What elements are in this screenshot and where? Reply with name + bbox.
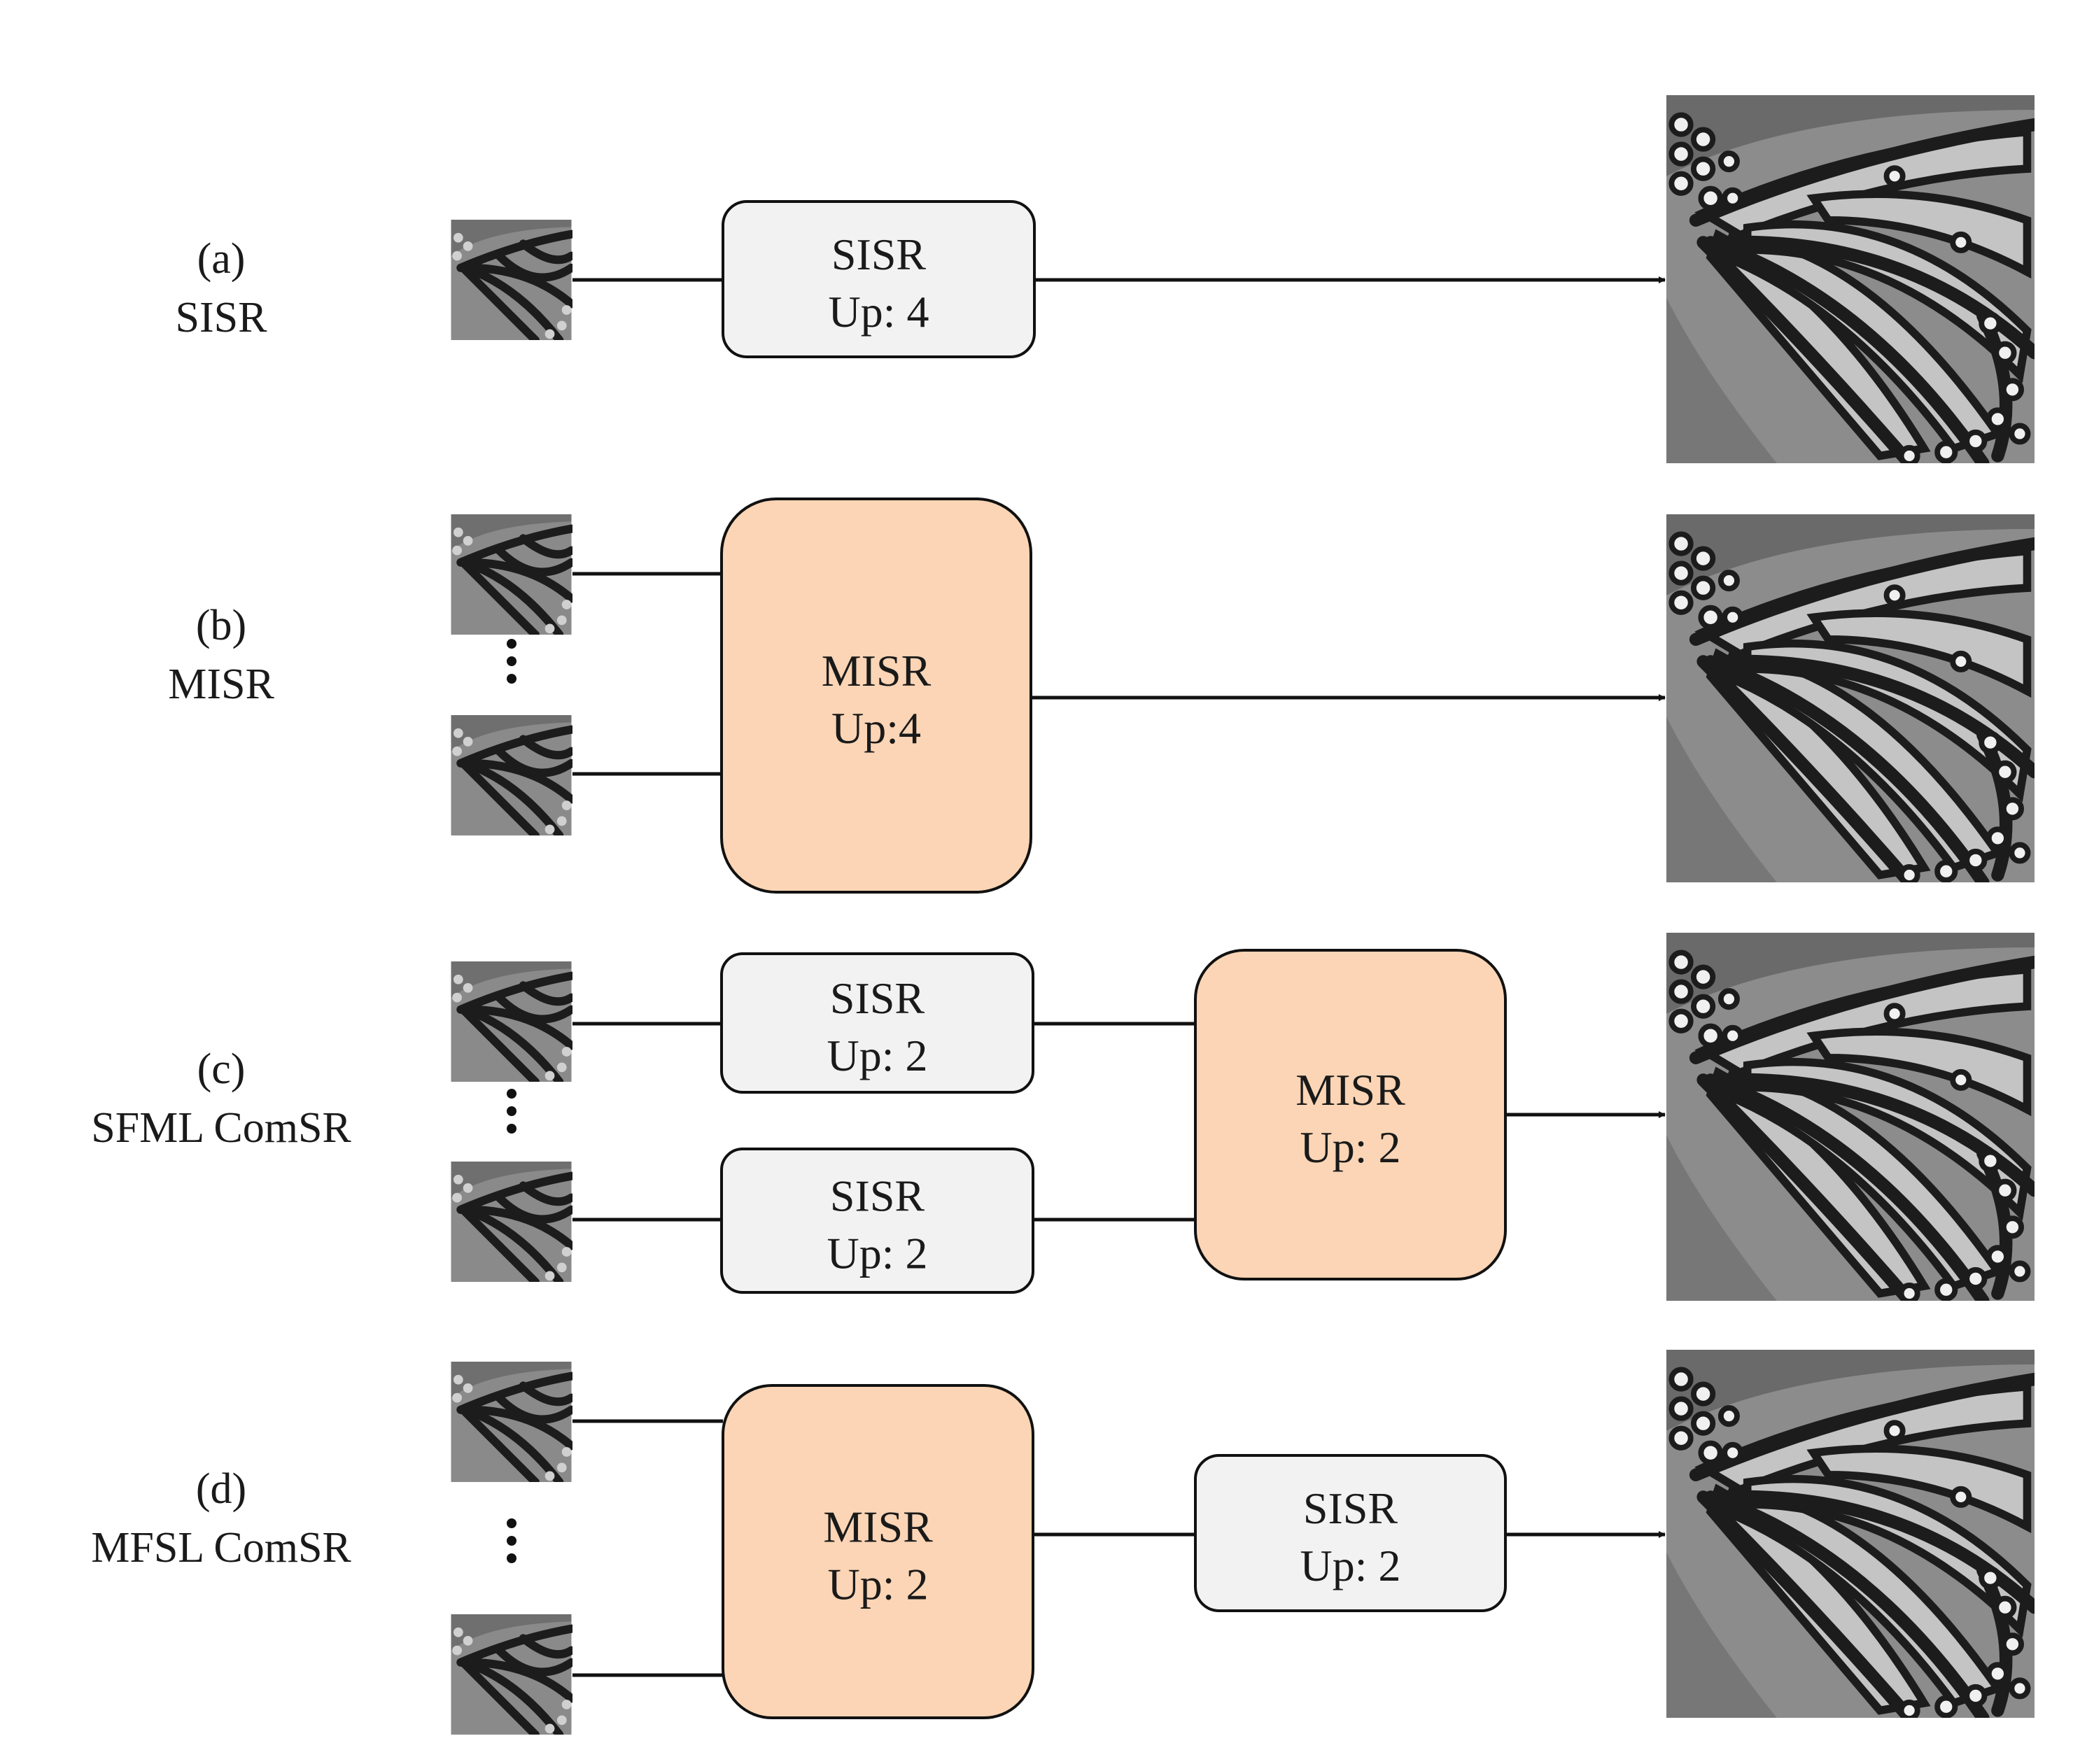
row-d-label-line2: MFSL ComSR [91,1524,351,1572]
row-b-input-image-1 [451,514,572,635]
row-c-input-image-2 [451,1162,572,1282]
block-upscale-factor: Up:4 [831,703,921,753]
row-a-output-image [1666,95,2035,464]
sisr-block: SISR Up: 2 [720,952,1034,1094]
sisr-block: SISR Up: 2 [720,1148,1034,1294]
row-d-input-image-1 [451,1362,572,1482]
row-c-label-line1: (c) [197,1045,246,1093]
sisr-block: SISR Up: 4 [722,200,1036,358]
row-c-output-image [1666,933,2035,1301]
block-upscale-factor: Up: 4 [829,287,929,337]
block-title: SISR [1303,1483,1398,1533]
misr-block: MISR Up:4 [720,498,1032,894]
block-upscale-factor: Up: 2 [1300,1541,1401,1590]
block-title: MISR [823,1502,933,1552]
row-c-input-image-1 [451,961,572,1082]
row-d-output-image [1666,1350,2035,1719]
misr-block-box [720,498,1032,894]
misr-block-box [1194,949,1507,1280]
block-upscale-factor: Up: 2 [1300,1122,1401,1172]
block-title: MISR [1295,1065,1405,1115]
row-a-label-line2: SISR [176,294,268,341]
row-b-ellipsis [507,639,517,684]
misr-block: MISR Up: 2 [722,1384,1034,1719]
block-upscale-factor: Up: 2 [827,1229,928,1278]
row-b-label-line1: (b) [196,602,246,649]
row-a-input-image [451,220,572,340]
block-title: SISR [830,1171,925,1221]
row-d-ellipsis [507,1518,517,1563]
block-upscale-factor: Up: 2 [828,1560,929,1609]
block-upscale-factor: Up: 2 [827,1031,928,1080]
row-c-ellipsis [507,1089,517,1134]
misr-block: MISR Up: 2 [1194,949,1507,1280]
block-title: SISR [831,230,927,279]
row-c-label-line2: SFML ComSR [91,1104,351,1152]
row-b-label-line2: MISR [168,661,274,708]
misr-block-box [722,1384,1034,1719]
sisr-block: SISR Up: 2 [1194,1454,1507,1612]
row-d-input-image-2 [451,1614,572,1735]
block-title: MISR [822,646,932,696]
row-a-label-line1: (a) [197,235,246,283]
block-title: SISR [830,973,925,1023]
row-d-label-line1: (d) [196,1465,246,1513]
row-b-input-image-2 [451,715,572,835]
row-b-output-image [1666,514,2035,883]
